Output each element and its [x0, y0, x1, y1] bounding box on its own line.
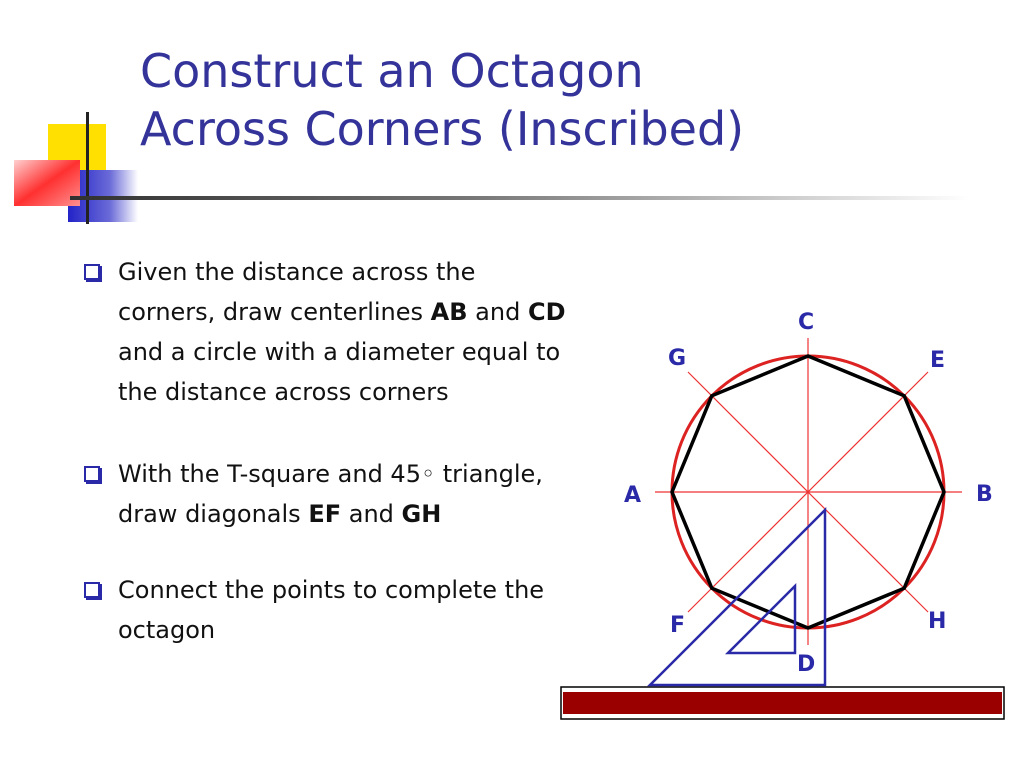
- bullet-1-post: and a circle with a diameter equal to th…: [118, 338, 561, 406]
- tsquare-fill: [563, 692, 1002, 714]
- bullet-list: Given the distance across the corners, d…: [80, 252, 580, 650]
- label-b: B: [976, 482, 993, 507]
- bullet-item-2: With the T-square and 45◦ triangle, draw…: [80, 454, 580, 534]
- checkbox-bullet-icon: [84, 264, 100, 280]
- label-h: H: [928, 609, 946, 634]
- label-g: G: [668, 346, 686, 371]
- decor-vertical-line: [86, 112, 89, 224]
- label-d: D: [797, 652, 815, 677]
- checkbox-bullet-icon: [84, 466, 100, 482]
- bullet-2-bold-ef: EF: [308, 500, 342, 528]
- triangle-45-inner: [724, 582, 797, 655]
- checkbox-bullet-icon: [84, 582, 100, 598]
- bullet-2-text: With the T-square and 45◦ triangle, draw…: [118, 460, 543, 528]
- bullet-1-mid: and: [467, 298, 528, 326]
- bullet-item-3: Connect the points to complete the octag…: [80, 570, 580, 650]
- decor-red-square: [14, 160, 80, 206]
- label-a: A: [624, 483, 641, 508]
- title-rule: [70, 196, 970, 200]
- bullet-2-mid: and: [341, 500, 402, 528]
- page-title: Construct an Octagon Across Corners (Ins…: [140, 42, 1000, 158]
- bullet-1-text: Given the distance across the corners, d…: [118, 258, 476, 326]
- title-line-1: Construct an Octagon: [140, 44, 644, 98]
- bullet-3-text: Connect the points to complete the octag…: [118, 576, 545, 644]
- diagonal-gh: [687, 371, 929, 613]
- label-c: C: [798, 310, 814, 335]
- bullet-2-bold-gh: GH: [401, 500, 442, 528]
- label-e: E: [930, 348, 945, 373]
- title-line-2: Across Corners (Inscribed): [140, 102, 745, 156]
- bullet-1-bold-cd: CD: [527, 298, 566, 326]
- bullet-item-1: Given the distance across the corners, d…: [80, 252, 580, 412]
- octagon: [670, 354, 946, 630]
- label-f: F: [670, 613, 685, 638]
- triangle-45: [646, 506, 827, 687]
- bullet-1-bold-ab: AB: [430, 298, 468, 326]
